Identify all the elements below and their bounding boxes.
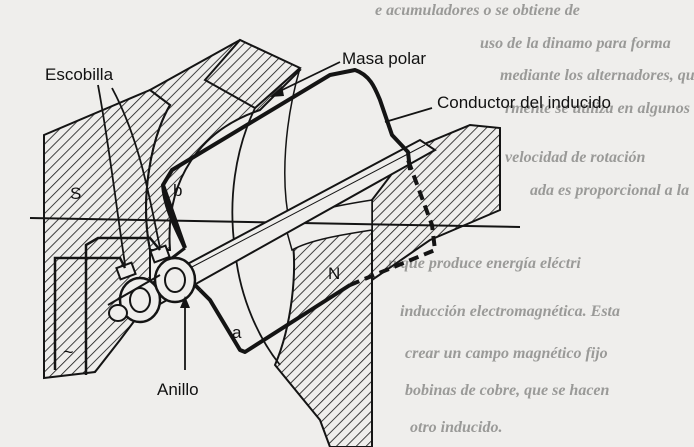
- bg-line: inducción electromagnética. Esta: [400, 303, 620, 320]
- bg-line: mediante los alternadores, que: [500, 67, 694, 84]
- label-side-b: b: [173, 181, 182, 200]
- label-ac-symbol: ~: [63, 342, 74, 362]
- slip-rings: [107, 256, 197, 324]
- label-masa-polar: Masa polar: [342, 49, 426, 68]
- bg-line: ada es proporcional a la: [530, 182, 689, 199]
- label-escobilla: Escobilla: [45, 65, 114, 84]
- bg-line: n que produce energía eléctri: [388, 255, 581, 272]
- leader-lines: [97, 61, 433, 370]
- label-conductor: Conductor del inducido: [437, 93, 611, 112]
- label-anillo: Anillo: [157, 380, 199, 399]
- armature-conductor: [161, 68, 437, 354]
- bg-line: uso de la dinamo para forma: [480, 35, 671, 52]
- bg-line: bobinas de cobre, que se hacen: [405, 382, 610, 399]
- bg-line: velocidad de rotación: [505, 149, 646, 166]
- label-side-a: a: [232, 323, 242, 342]
- bg-line: e acumuladores o se obtiene de: [375, 2, 580, 19]
- bg-line: otro inducido.: [410, 419, 502, 436]
- bg-line: crear un campo magnético fijo: [405, 345, 608, 362]
- bg-line: rmente se utiliza en algunos: [505, 100, 690, 117]
- label-n-pole: N: [328, 264, 340, 283]
- output-leads: [53, 236, 161, 375]
- background-text: e acumuladores o se obtiene de uso de la…: [375, 2, 694, 436]
- label-s-pole: S: [70, 184, 81, 203]
